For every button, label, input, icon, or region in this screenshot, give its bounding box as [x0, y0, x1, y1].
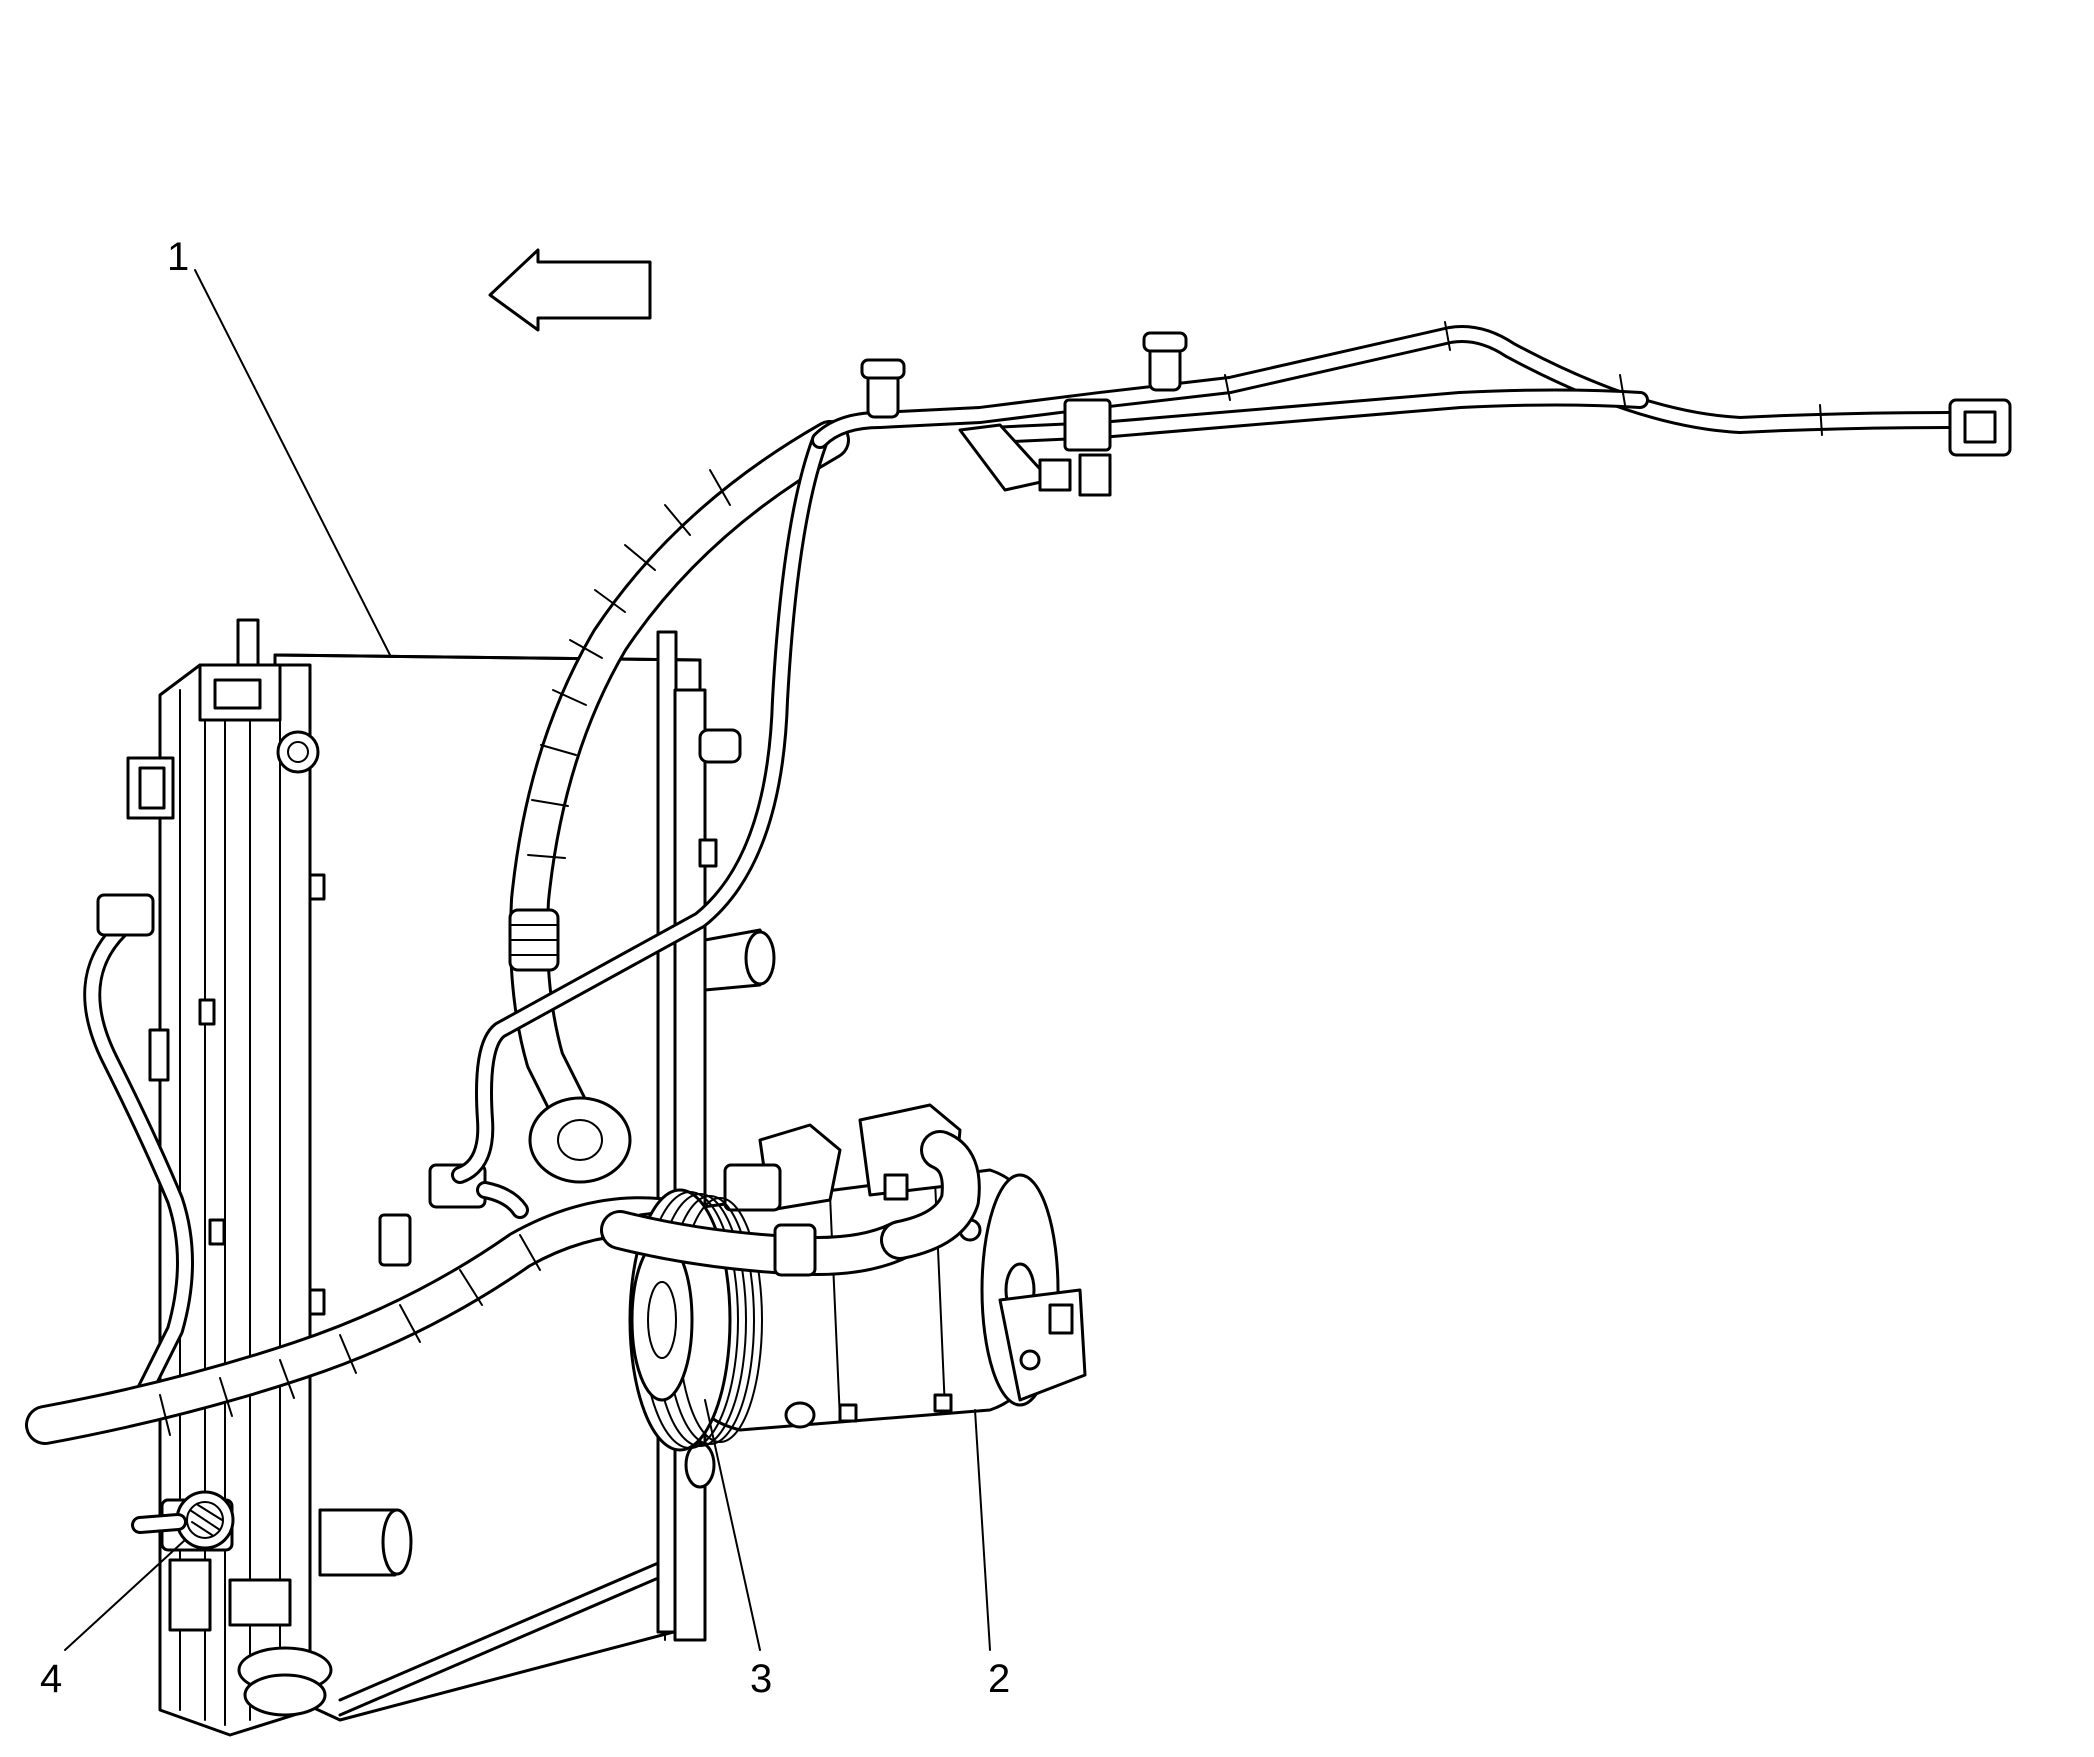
compressor-hose — [600, 1130, 981, 1277]
coolant-hose — [83, 893, 194, 1409]
leader-line-3 — [704, 1399, 761, 1651]
receiver-dehydrator — [131, 1490, 235, 1550]
callout-2: 2 — [988, 1657, 1010, 1701]
leader-line-2 — [974, 1409, 991, 1651]
leader-lines — [64, 269, 991, 1651]
leader-line-4 — [64, 1539, 186, 1651]
suction-hose — [508, 420, 850, 1184]
callout-1: 1 — [167, 235, 189, 279]
liquid-line — [451, 431, 829, 1184]
callout-3: 3 — [750, 1657, 772, 1701]
left-arrow-icon — [488, 248, 652, 332]
harness-upper — [811, 321, 2012, 497]
leader-line-1 — [194, 269, 391, 656]
callout-4: 4 — [40, 1657, 62, 1701]
